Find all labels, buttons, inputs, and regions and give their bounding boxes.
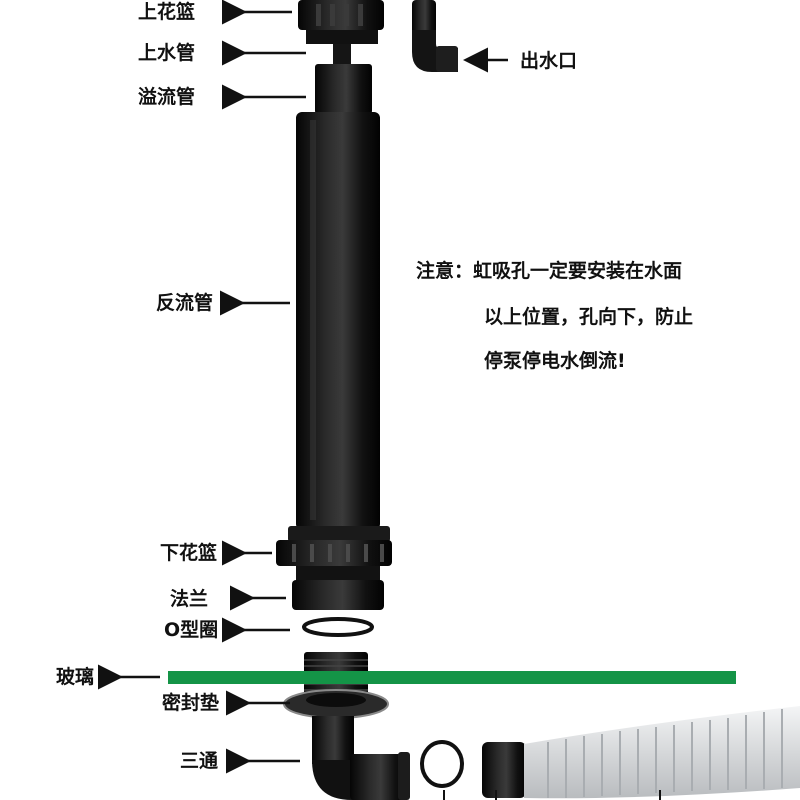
loose-o-ring-part (420, 740, 464, 788)
label-upper-pipe: 上水管 (138, 42, 196, 64)
note-line-2: 以上位置，孔向下，防止 (484, 306, 694, 328)
outlet-elbow-part (412, 0, 458, 72)
upper-pipe-part (333, 44, 351, 66)
lower-basket-part (276, 526, 392, 580)
note-line-1: 注意：虹吸孔一定要安装在水面 (416, 260, 683, 282)
label-glass: 玻璃 (56, 666, 95, 688)
upper-basket-part (298, 0, 384, 44)
tee-fitting-part (312, 716, 410, 800)
label-flange: 法兰 (170, 588, 209, 610)
note-line-3: 停泵停电水倒流! (484, 350, 626, 372)
hose-part (482, 706, 800, 799)
o-ring-part (302, 617, 374, 637)
label-o-ring: O型圈 (164, 619, 219, 641)
label-overflow-pipe: 溢流管 (138, 86, 196, 108)
label-return-pipe: 反流管 (156, 292, 214, 314)
label-outlet: 出水口 (520, 50, 578, 72)
label-gasket: 密封垫 (162, 692, 220, 714)
label-upper-basket: 上花篮 (138, 1, 196, 23)
flange-part (292, 580, 384, 610)
label-lower-basket: 下花篮 (160, 542, 218, 564)
gasket-part (283, 689, 389, 719)
glass-bar (168, 671, 736, 684)
overflow-pipe-part (315, 64, 372, 114)
bottom-ticks (443, 790, 661, 800)
label-tee: 三通 (180, 750, 219, 772)
return-pipe-part (296, 112, 380, 530)
